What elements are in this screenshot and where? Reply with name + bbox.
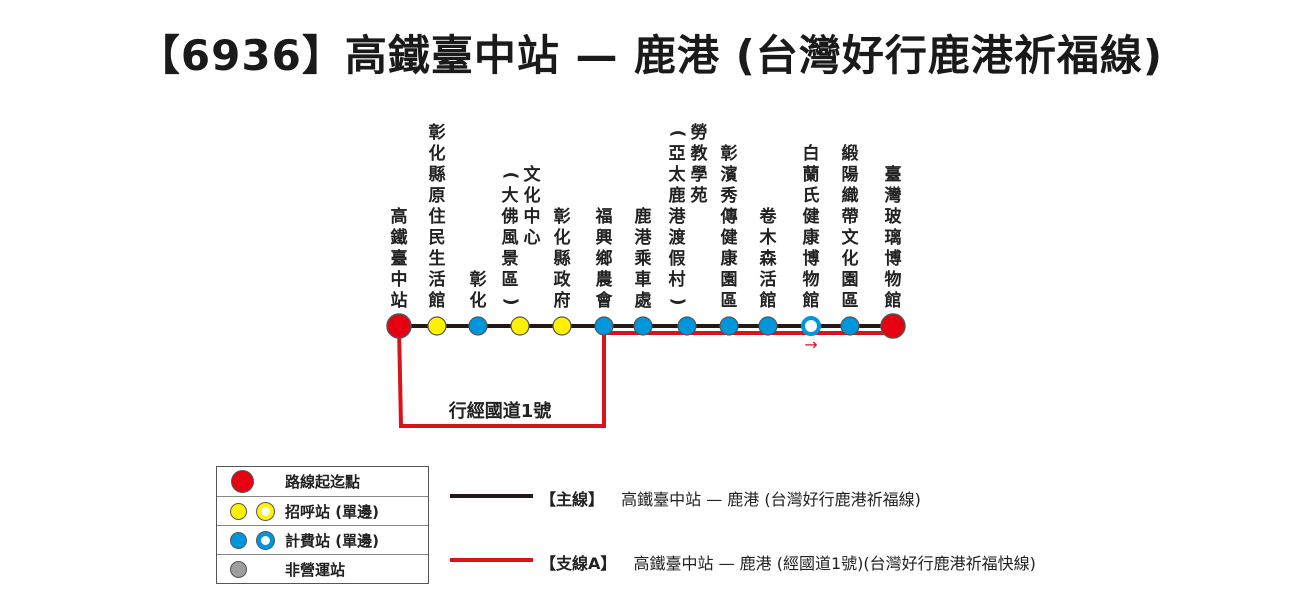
legend-main-line-desc: 高鐵臺中站 — 鹿港 (台灣好行鹿港祈福線): [621, 490, 921, 509]
stop-dots: [386, 313, 906, 339]
stop-label: 勞教學苑: [690, 123, 708, 206]
legend-label: 非營運站: [285, 561, 346, 579]
stop-dot-fare: [719, 316, 739, 336]
stop-label: 鹿港乘車處: [634, 207, 652, 311]
legend-row-fare: 計費站 (單邊): [217, 525, 428, 554]
stop-dot-request: [552, 316, 572, 336]
legend-label: 路線起迄點: [285, 473, 361, 491]
stop-label-sub: (大佛風景區): [500, 171, 521, 306]
yellow-dot-icon: [230, 503, 247, 520]
stop-dot-fare: [633, 316, 653, 336]
stop-label-sub: (亞太鹿港渡假村): [667, 129, 688, 306]
stop-label: 彰化縣政府: [553, 207, 571, 311]
stop-dot-request: [427, 316, 447, 336]
legend-branch-line-tag: 【支線A】: [540, 554, 617, 573]
stop-label: 卷木森活館: [759, 207, 777, 311]
stop-label: 彰濱秀傳健康園區: [720, 144, 738, 311]
stop-dot-terminal: [880, 313, 906, 339]
legend-row-non-operating: 非營運站: [217, 554, 428, 583]
stop-dot-terminal: [386, 313, 412, 339]
stop-label: 高鐵臺中站: [390, 207, 408, 311]
stop-dot-fare: [677, 316, 697, 336]
stop-label: 彰化縣原住民生活館: [428, 123, 446, 311]
legend-row-request: 招呼站 (單邊): [217, 496, 428, 525]
page-title: 【6936】高鐵臺中站 — 鹿港 (台灣好行鹿港祈福線): [137, 31, 1164, 80]
stop-label: 彰化: [469, 270, 487, 311]
legend-main-line-tag: 【主線】: [540, 490, 605, 509]
legend-branch-line-desc: 高鐵臺中站 — 鹿港 (經國道1號)(台灣好行鹿港祈福快線): [633, 554, 1036, 573]
legend-label: 計費站 (單邊): [285, 532, 379, 550]
stop-dot-request: [510, 316, 530, 336]
stop-dot-fare: [758, 316, 778, 336]
stop-label: 福興鄉農會: [595, 207, 613, 311]
yellow-ring-icon: [257, 503, 274, 520]
legend-box: 路線起迄點 招呼站 (單邊) 計費站 (單邊) 非營運站: [216, 466, 429, 584]
red-dot-icon: [231, 470, 254, 493]
gray-dot-icon: [230, 561, 247, 578]
blue-dot-icon: [230, 532, 247, 549]
stop-label: 臺灣玻璃博物館: [884, 165, 902, 311]
stop-dot-fare: [594, 316, 614, 336]
stop-label: 文化中心: [523, 165, 541, 248]
direction-arrow: →: [804, 335, 817, 354]
legend-branch-line: 【支線A】 高鐵臺中站 — 鹿港 (經國道1號)(台灣好行鹿港祈福快線): [540, 550, 1036, 574]
stop-label: 白蘭氏健康博物館: [802, 144, 820, 311]
stop-dot-fare-single: [801, 316, 821, 336]
stop-dot-fare: [840, 316, 860, 336]
legend-main-line: 【主線】 高鐵臺中站 — 鹿港 (台灣好行鹿港祈福線): [540, 486, 921, 510]
legend-row-terminal: 路線起迄點: [217, 467, 428, 496]
blue-ring-icon: [257, 532, 274, 549]
stop-label: 緞陽織帶文化園區: [841, 144, 859, 311]
stop-dot-fare: [468, 316, 488, 336]
branch-line-a: [397, 325, 893, 428]
branch-label: 行經國道1號: [448, 400, 552, 422]
legend-label: 招呼站 (單邊): [285, 503, 379, 521]
